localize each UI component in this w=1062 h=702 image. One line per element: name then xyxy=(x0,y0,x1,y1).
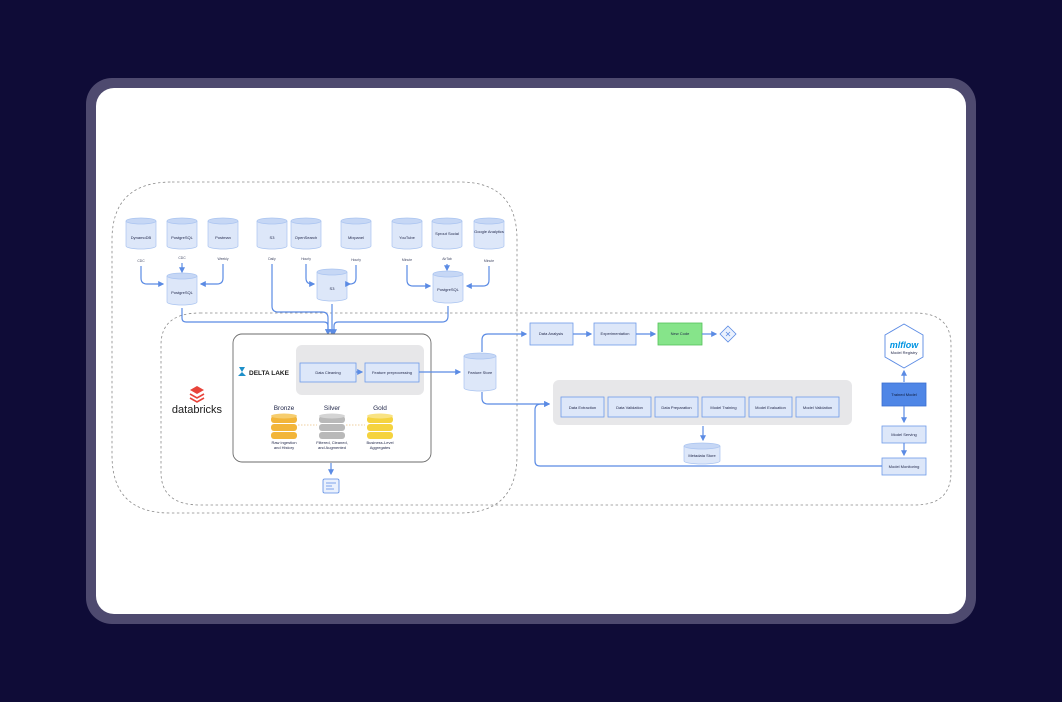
s3-mid-label: S3 xyxy=(330,286,336,291)
edge-label-cdc-2: CDC xyxy=(178,256,186,260)
postman-label: Postman xyxy=(215,235,231,240)
mixpanel-label: Mixpanel xyxy=(348,235,364,240)
edge-label-cdc-1: CDC xyxy=(137,259,145,263)
code-repo-icon xyxy=(719,325,737,343)
delta-icon xyxy=(238,367,246,376)
edge-label-minute: Minute xyxy=(402,258,412,262)
arrow-feature-store-to-pipeline xyxy=(481,392,551,407)
postgresql-a-label: PostgreSQL xyxy=(171,290,194,295)
arrow-monitoring-feedback xyxy=(534,401,882,467)
arrow-google-analytics xyxy=(465,266,490,289)
pipeline-step-box xyxy=(795,396,840,418)
source-dynamodb: DynamoDB xyxy=(125,217,157,250)
arrow-feature-store-to-analysis xyxy=(481,331,528,352)
gold-stack-icon xyxy=(367,413,393,439)
source-sprout-social: Sprout Social xyxy=(431,217,463,250)
store-s3-mid: S3 xyxy=(316,268,348,302)
source-youtube: YouTube xyxy=(391,217,423,250)
silver-layer: Silver Filtered, Cleaned, and Augmented xyxy=(316,405,348,450)
delta-lake-logo: DELTA LAKE xyxy=(238,367,290,377)
edge-label-airtab: AirTab xyxy=(442,257,452,261)
mlflow-logo: mlflow xyxy=(890,340,919,350)
pipeline-step-box xyxy=(701,396,746,418)
sprout-social-label: Sprout Social xyxy=(435,231,459,236)
pipeline-step-label: Model Evaluation xyxy=(755,405,786,410)
silver-title: Silver xyxy=(324,405,341,412)
model-registry-label: Model Registry xyxy=(891,350,918,355)
gold-desc-2: Aggregates xyxy=(370,445,390,450)
pipeline-step-box xyxy=(654,396,699,418)
google-analytics-label: Google Analytics xyxy=(474,229,504,234)
dynamodb-label: DynamoDB xyxy=(131,235,152,240)
edge-label-hourly-2: Hourly xyxy=(351,258,361,262)
bronze-desc-2: and History xyxy=(274,445,294,450)
trained-model-label: Trained Model xyxy=(891,392,917,397)
source-postman: Postman xyxy=(207,217,239,250)
pipeline-step-box xyxy=(607,396,652,418)
youtube-label: YouTube xyxy=(399,235,415,240)
edge-label-minute-2: Minute xyxy=(484,259,494,263)
edge-label-daily: Daily xyxy=(268,257,276,261)
store-postgresql-a: PostgreSQL xyxy=(166,272,198,306)
gold-desc-1: Business-Level xyxy=(366,440,393,445)
new-code-label: New Code xyxy=(671,331,690,336)
bronze-desc-1: Raw ingestion xyxy=(271,440,296,445)
bronze-layer: Bronze Raw ingestion and History xyxy=(271,405,297,450)
arrow-opensearch xyxy=(305,264,316,287)
pipeline-step-label: Data Extraction xyxy=(569,405,596,410)
experimentation-label: Experimentation xyxy=(601,331,630,336)
arrow-mixpanel xyxy=(348,265,357,287)
source-mixpanel: Mixpanel xyxy=(340,217,372,250)
arrow-dynamodb xyxy=(140,266,165,287)
store-postgresql-b: PostgreSQL xyxy=(432,270,464,304)
edge-label-hourly-1: Hourly xyxy=(301,257,311,261)
model-monitoring-label: Model Monitoring xyxy=(889,464,920,469)
model-serving-label: Model Serving xyxy=(891,432,917,437)
source-opensearch: OpenSearch xyxy=(290,217,322,250)
pipeline-step-label: Model Validation xyxy=(803,405,832,410)
postgresql-source-label: PostgreSQL xyxy=(171,235,194,240)
opensearch-label: OpenSearch xyxy=(295,235,317,240)
source-postgresql: PostgreSQL xyxy=(166,217,198,250)
feature-store-cylinder: Feature Store xyxy=(463,352,497,392)
s3-source-label: S3 xyxy=(270,235,276,240)
pipeline-step-label: Model Training xyxy=(710,405,736,410)
silver-desc-2: and Augmented xyxy=(318,445,346,450)
silver-stack-icon xyxy=(319,413,345,439)
data-cleaning-label: Data Cleaning xyxy=(315,370,340,375)
mlflow-registry: mlflow Model Registry xyxy=(884,323,924,369)
arrow-postgresql-b-to-delta xyxy=(331,306,449,336)
data-analysis-label: Data Analysis xyxy=(539,331,563,336)
metadata-store-cylinder: Metadata Store xyxy=(683,442,721,465)
postgresql-b-label: PostgreSQL xyxy=(437,287,460,292)
arrow-youtube xyxy=(406,265,432,289)
arrow-postman xyxy=(199,264,224,287)
source-google-analytics: Google Analytics xyxy=(473,217,505,250)
pipeline-step-box xyxy=(560,396,605,418)
metadata-store-label: Metadata Store xyxy=(688,453,716,458)
arrow-s3-to-delta xyxy=(271,264,331,336)
pipeline-steps: Data Extraction Data Validation Data Prepa… xyxy=(560,396,840,418)
databricks-wordmark: databricks xyxy=(172,404,223,416)
source-s3: S3 xyxy=(256,217,288,250)
delta-lake-wordmark: DELTA LAKE xyxy=(249,370,290,377)
pipeline-step-label: Data Validation xyxy=(616,405,643,410)
edge-label-weekly: Weekly xyxy=(217,257,228,261)
databricks-logo: databricks xyxy=(172,386,223,416)
feature-store-label: Feature Store xyxy=(468,370,493,375)
gold-layer: Gold Business-Level Aggregates xyxy=(366,405,393,450)
feature-preprocessing-label: Feature preprocessing xyxy=(372,370,412,375)
bronze-stack-icon xyxy=(271,413,297,439)
dashboard-icon xyxy=(322,478,340,494)
databricks-icon xyxy=(189,386,205,403)
pipeline-step-label: Data Preparation xyxy=(661,405,691,410)
bronze-title: Bronze xyxy=(274,405,295,412)
gold-title: Gold xyxy=(373,405,387,412)
pipeline-step-box xyxy=(748,396,793,418)
silver-desc-1: Filtered, Cleaned, xyxy=(316,440,348,445)
